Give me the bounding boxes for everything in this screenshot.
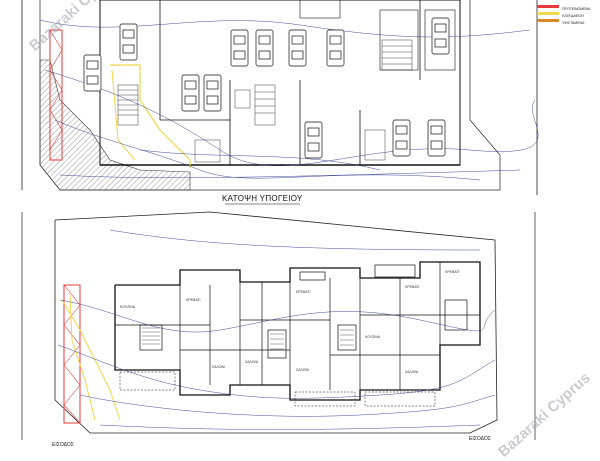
car-11 [427,119,446,157]
car-12 [431,17,450,55]
car-2 [83,54,102,92]
car-3 [181,74,200,112]
car-4 [203,74,222,112]
room-label: ΚΟΥΖΙΝΑ [365,335,381,339]
legend-item-demolition: ΚΑΤΕΔΑΦΙΣΗ [537,13,599,19]
legend-item-proposed: ΠΡΟΤΕΙΝΟΜΕΝΑ [537,6,599,12]
basement-plan-title: ΚΑΤΟΨΗ ΥΠΟΓΕΙΟΥ [222,194,303,203]
legend-item-existing: ΥΦΙΣΤΑΜΕΝΑ [537,20,599,26]
car-6 [255,29,274,67]
legend-label: ΚΑΤΕΔΑΦΙΣΗ [562,14,584,18]
room-label: ΣΑΛΟΝΙ [245,360,258,364]
room-label: ΚΡΕΒΑΤΙ [296,290,311,294]
room-label: ΚΡΕΒΑΤΙ [445,270,460,274]
legend-label: ΥΦΙΣΤΑΜΕΝΑ [562,21,585,25]
car-1 [119,23,138,61]
parking-spaces [83,17,450,159]
architectural-drawing [21,0,559,440]
car-8 [326,29,345,67]
car-9 [304,121,323,159]
room-label: ΣΑΛΟΝΙ [405,370,418,374]
room-label: ΣΑΛΟΝΙ [212,365,225,369]
room-label: ΣΑΛΟΝΙ [296,368,309,372]
ground-floor-plan [21,211,536,440]
car-10 [392,119,411,157]
car-7 [288,29,307,67]
legend-label: ΠΡΟΤΕΙΝΟΜΕΝΑ [562,7,591,11]
entrance-label-left: ΕΙΣΟΔΟΣ [52,442,74,448]
room-label: ΚΡΕΒΑΤΙ [405,285,420,289]
legend: ΠΡΟΤΕΙΝΟΜΕΝΑ ΚΑΤΕΔΑΦΙΣΗ ΥΦΙΣΤΑΜΕΝΑ [537,4,599,26]
entrance-label-right: ΕΙΣΟΔΟΣ [469,436,491,442]
legend-swatches [537,5,559,22]
room-label: ΚΟΥΖΙΝΑ [120,305,136,309]
basement-plan [21,0,539,195]
room-label: ΚΡΕΒΑΤΙ [186,298,201,302]
car-5 [230,29,249,67]
